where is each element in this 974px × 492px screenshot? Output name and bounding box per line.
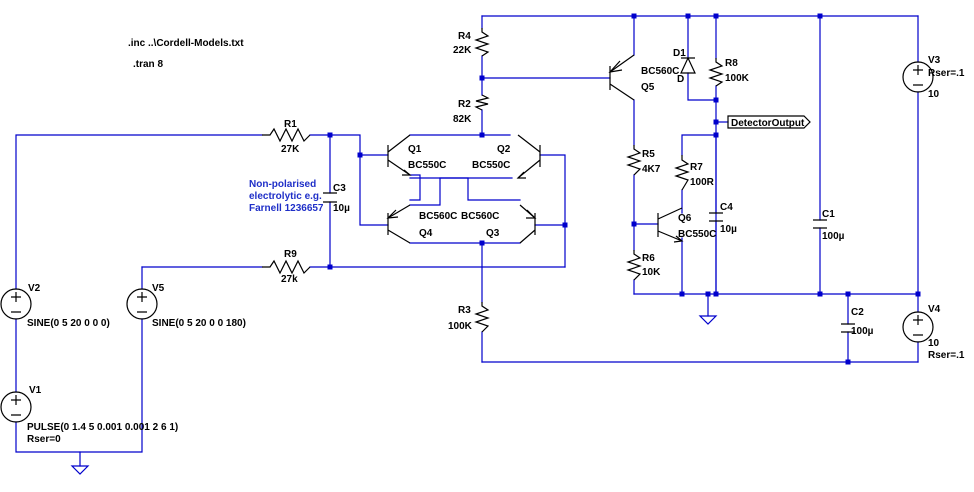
resistor-R2 (474, 94, 490, 111)
model-Q1: BC550C (408, 160, 446, 171)
directive-tran: .tran 8 (133, 59, 163, 70)
value-R4: 22K (453, 45, 472, 56)
wires (15, 15, 919, 467)
label-Q6: Q6 (678, 213, 692, 224)
label-V1: V1 (29, 385, 42, 396)
model-Q4: BC560C (419, 211, 457, 222)
resistor-R7 (674, 155, 690, 191)
net-label-detector-output: DetectorOutput (715, 115, 811, 129)
value-R2: 82K (453, 114, 472, 125)
value-V1: PULSE(0 1.4 5 0.001 0.001 2 6 1) (27, 422, 178, 433)
value-C2: 100µ (851, 326, 874, 337)
net-label-text: DetectorOutput (731, 118, 805, 129)
label-R7: R7 (690, 162, 703, 173)
label-R9: R9 (284, 249, 297, 260)
note-line-1: Non-polarised (249, 179, 316, 190)
param-V4: Rser=.1 (928, 350, 965, 361)
param-V1: Rser=0 (27, 434, 61, 445)
value-R1: 27K (281, 144, 300, 155)
label-V3: V3 (928, 55, 941, 66)
ground-symbol (698, 315, 718, 325)
label-R3: R3 (458, 305, 471, 316)
label-Q5: Q5 (641, 82, 655, 93)
directive-include: .inc ..\Cordell-Models.txt (128, 38, 244, 49)
value-R7: 100R (690, 177, 715, 188)
label-C3: C3 (333, 183, 346, 194)
label-R6: R6 (642, 253, 655, 264)
capacitor-C3 (323, 192, 337, 203)
value-V3: 10 (928, 89, 940, 100)
param-V3: Rser=.1 (928, 68, 965, 79)
note-line-3: Farnell 1236657 (249, 203, 324, 214)
model-Q6: BC550C (678, 229, 716, 240)
transistor-Q4 (386, 204, 411, 244)
resistor-R3 (474, 302, 490, 333)
note-line-2: electrolytic e.g. (249, 191, 322, 202)
diode-D1 (680, 56, 696, 74)
value-R6: 10K (642, 267, 661, 278)
label-Q2: Q2 (497, 144, 511, 155)
capacitor-C1 (813, 219, 827, 229)
label-V4: V4 (928, 304, 941, 315)
value-R9: 27k (281, 274, 298, 285)
transistor-Q3 (519, 204, 537, 244)
value-C4: 10µ (720, 224, 737, 235)
model-Q3: BC560C (461, 211, 499, 222)
label-R5: R5 (642, 149, 655, 160)
comment-note: Non-polarised electrolytic e.g. Farnell … (249, 179, 324, 214)
source-V4 (902, 311, 934, 343)
source-V1 (0, 391, 32, 423)
value-R5: 4K7 (642, 164, 661, 175)
value-V4: 10 (928, 338, 940, 349)
value-R3: 100K (448, 321, 473, 332)
source-V5 (126, 288, 158, 320)
label-R4: R4 (458, 31, 471, 42)
value-V2: SINE(0 5 20 0 0 0) (27, 318, 110, 329)
junctions (327, 13, 921, 365)
label-C4: C4 (720, 202, 733, 213)
resistor-R8 (708, 58, 724, 87)
resistor-R4 (474, 28, 490, 57)
label-D1: D1 (673, 48, 686, 59)
source-V3 (902, 61, 934, 93)
label-R8: R8 (725, 58, 738, 69)
transistor-Q2 (516, 134, 541, 179)
value-R8: 100K (725, 73, 750, 84)
component-labels: R1 27K R9 27k R4 22K R2 82K R3 100K R5 4… (27, 31, 965, 445)
label-Q3: Q3 (486, 228, 500, 239)
label-V2: V2 (28, 283, 41, 294)
transistor-Q5 (608, 54, 635, 101)
model-Q5: BC560C (641, 66, 679, 77)
label-R2: R2 (458, 99, 471, 110)
transistor-Q6 (657, 207, 684, 243)
label-R1: R1 (284, 119, 297, 130)
label-Q4: Q4 (419, 228, 433, 239)
value-C1: 100µ (822, 231, 845, 242)
resistor-R9 (262, 259, 311, 275)
label-C1: C1 (822, 209, 835, 220)
value-C3: 10µ (333, 203, 350, 214)
label-C2: C2 (851, 307, 864, 318)
capacitor-C4 (709, 212, 723, 222)
source-V2 (0, 288, 32, 320)
transistor-Q1 (387, 134, 412, 176)
value-D1: D (677, 74, 684, 85)
label-Q1: Q1 (408, 144, 422, 155)
model-Q2: BC550C (472, 160, 510, 171)
resistor-R1 (262, 127, 311, 143)
resistor-R5 (626, 145, 642, 176)
value-V5: SINE(0 5 20 0 0 180) (152, 318, 246, 329)
capacitor-C2 (841, 323, 855, 333)
resistor-R6 (626, 250, 642, 281)
ground-symbol (70, 465, 90, 475)
directive-text: .inc ..\Cordell-Models.txt .tran 8 (128, 38, 244, 70)
label-V5: V5 (152, 283, 165, 294)
